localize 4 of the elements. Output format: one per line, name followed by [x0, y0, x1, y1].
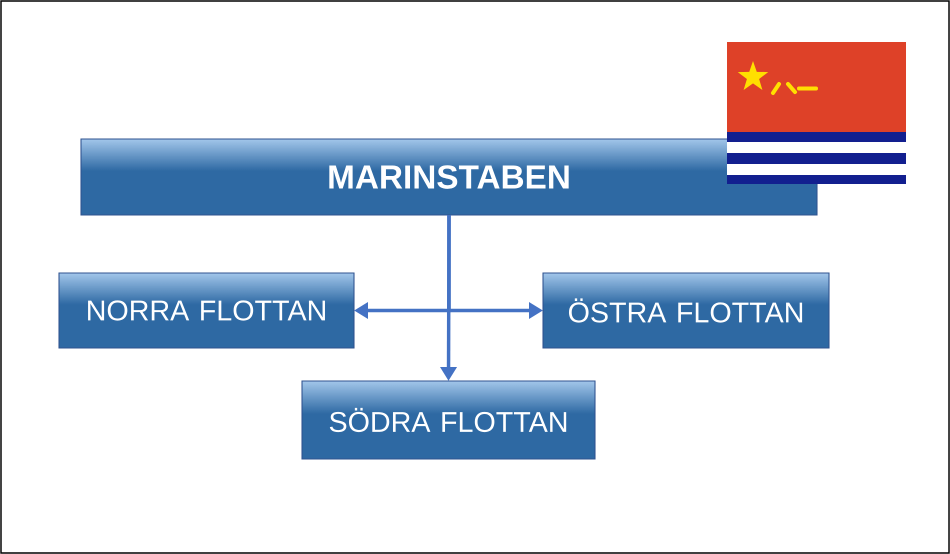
org-box: NORRA FLOTTAN	[58, 272, 355, 349]
org-box: SÖDRA FLOTTAN	[301, 380, 596, 460]
org-box: ÖSTRA FLOTTAN	[542, 272, 830, 349]
org-box: MARINSTABEN	[80, 138, 818, 216]
